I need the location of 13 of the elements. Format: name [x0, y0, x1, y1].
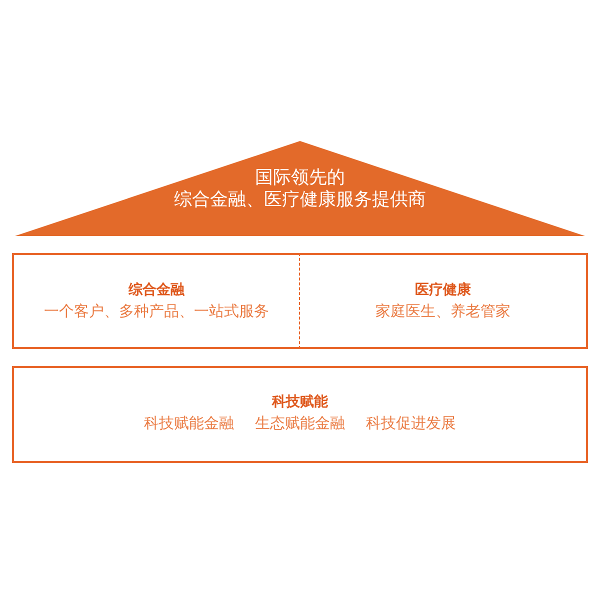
capability-item: 科技赋能金融: [144, 412, 234, 434]
pillar-description: 家庭医生、养老管家: [376, 301, 510, 322]
pillar-panel: [12, 253, 300, 349]
roof-triangle: [15, 141, 585, 236]
foundation-panel: [12, 366, 588, 463]
capability-item: 生态赋能金融: [255, 412, 345, 434]
foundation-heading: 科技赋能: [272, 392, 328, 412]
pillar-heading: 医疗健康: [415, 281, 471, 300]
pillar-description: 一个客户、多种产品、一站式服务: [44, 301, 269, 322]
pillar-panel: [300, 253, 588, 349]
pillar-heading: 综合金融: [128, 281, 184, 300]
roof-heading: 国际领先的综合金融、医疗健康服务提供商: [173, 167, 427, 211]
capability-item: 科技促进发展: [366, 412, 456, 434]
